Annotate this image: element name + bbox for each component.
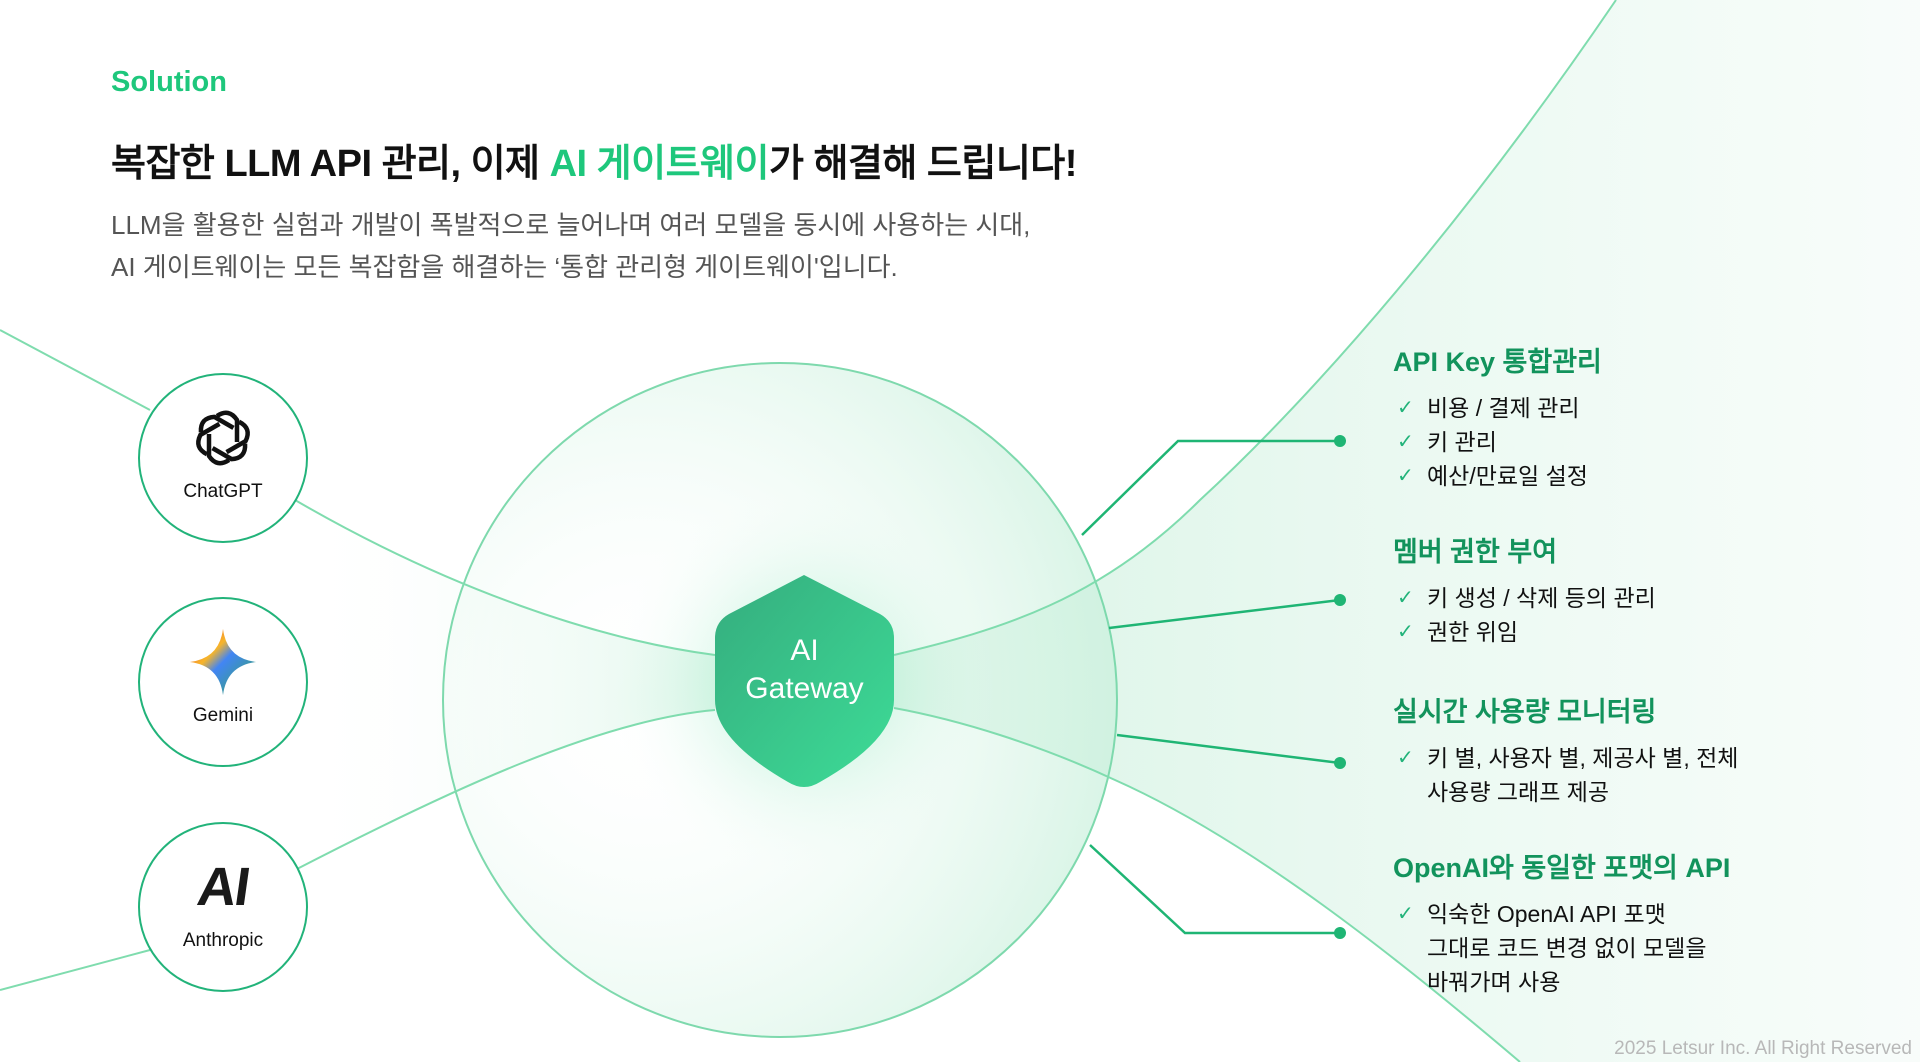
connector-dot	[1334, 927, 1346, 939]
feature-title: 멤버 권한 부여	[1393, 537, 1558, 567]
gateway-label-line: AI	[790, 634, 819, 667]
flow-line	[893, 707, 1521, 1062]
page-subtitle: LLM을 활용한 실험과 개발이 폭발적으로 늘어나며 여러 모델을 동시에 사…	[111, 204, 1030, 288]
openai-logo-icon	[188, 403, 258, 473]
feature-openai-format: OpenAI와 동일한 포맷의 API ✓익숙한 OpenAI API 포맷 그…	[1393, 846, 1730, 999]
provider-gemini: Gemini	[138, 597, 308, 767]
anthropic-logo-icon: AI	[188, 852, 258, 922]
feature-item: ✓키 관리	[1393, 425, 1602, 459]
provider-name: ChatGPT	[183, 481, 263, 502]
title-prefix: 복잡한 LLM API 관리, 이제	[111, 143, 550, 185]
check-icon: ✓	[1397, 587, 1414, 609]
title-highlight: AI 게이트웨이	[549, 143, 770, 185]
connector-line	[1116, 733, 1341, 765]
gateway-label-line: Gateway	[745, 672, 864, 705]
provider-anthropic: AI Anthropic	[138, 822, 308, 992]
gateway-label: AI Gateway	[715, 632, 894, 708]
provider-name: Anthropic	[182, 930, 264, 951]
provider-chatgpt: ChatGPT	[138, 373, 308, 543]
check-icon: ✓	[1397, 621, 1414, 643]
connector-dot	[1334, 435, 1346, 447]
subtitle-line: LLM을 활용한 실험과 개발이 폭발적으로 늘어나며 여러 모델을 동시에 사…	[111, 210, 1031, 240]
connector-line	[1081, 439, 1340, 536]
feature-title: 실시간 사용량 모니터링	[1393, 697, 1657, 727]
connector-line	[1089, 844, 1340, 935]
page-title: 복잡한 LLM API 관리, 이제 AI 게이트웨이가 해결해 드립니다!	[111, 132, 1077, 187]
shield-icon	[715, 575, 894, 787]
flow-line	[893, 0, 1617, 656]
flow-line	[294, 499, 716, 656]
connector-line	[1108, 598, 1341, 630]
feature-monitoring: 실시간 사용량 모니터링 ✓키 별, 사용자 별, 제공사 별, 전체 사용량 …	[1393, 690, 1738, 809]
subtitle-line: AI 게이트웨이는 모든 복잡함을 해결하는 ‘통합 관리형 게이트웨이'입니다…	[111, 252, 898, 282]
footer-copyright: 2025 Letsur Inc. All Right Reserved	[1614, 1038, 1912, 1059]
check-icon: ✓	[1397, 747, 1414, 769]
title-suffix: 가 해결해 드립니다!	[768, 143, 1077, 185]
feature-item: ✓예산/만료일 설정	[1393, 459, 1602, 493]
feature-item: ✓권한 위임	[1393, 615, 1656, 649]
check-icon: ✓	[1397, 397, 1414, 419]
feature-item: ✓비용 / 결제 관리	[1393, 391, 1602, 425]
flow-line	[294, 709, 716, 871]
feature-api-key: API Key 통합관리 ✓비용 / 결제 관리 ✓키 관리 ✓예산/만료일 설…	[1393, 340, 1602, 493]
gemini-star-icon	[188, 627, 258, 697]
provider-name: Gemini	[192, 705, 254, 726]
flow-line	[0, 949, 151, 991]
feature-title: API Key 통합관리	[1393, 347, 1602, 377]
feature-member-permissions: 멤버 권한 부여 ✓키 생성 / 삭제 등의 관리 ✓권한 위임	[1393, 530, 1656, 649]
anthropic-logo-text: AI	[193, 857, 253, 917]
check-icon: ✓	[1397, 903, 1414, 925]
section-eyebrow: Solution	[111, 66, 227, 98]
check-icon: ✓	[1397, 431, 1414, 453]
feature-title: OpenAI와 동일한 포맷의 API	[1393, 853, 1731, 883]
feature-item: ✓키 별, 사용자 별, 제공사 별, 전체 사용량 그래프 제공	[1393, 741, 1738, 809]
feature-item: ✓익숙한 OpenAI API 포맷 그대로 코드 변경 없이 모델을 바꿔가며…	[1393, 897, 1730, 999]
connector-dot	[1334, 594, 1346, 606]
connector-dot	[1334, 757, 1346, 769]
check-icon: ✓	[1397, 465, 1414, 487]
flow-line	[0, 329, 151, 411]
feature-item: ✓키 생성 / 삭제 등의 관리	[1393, 581, 1656, 615]
